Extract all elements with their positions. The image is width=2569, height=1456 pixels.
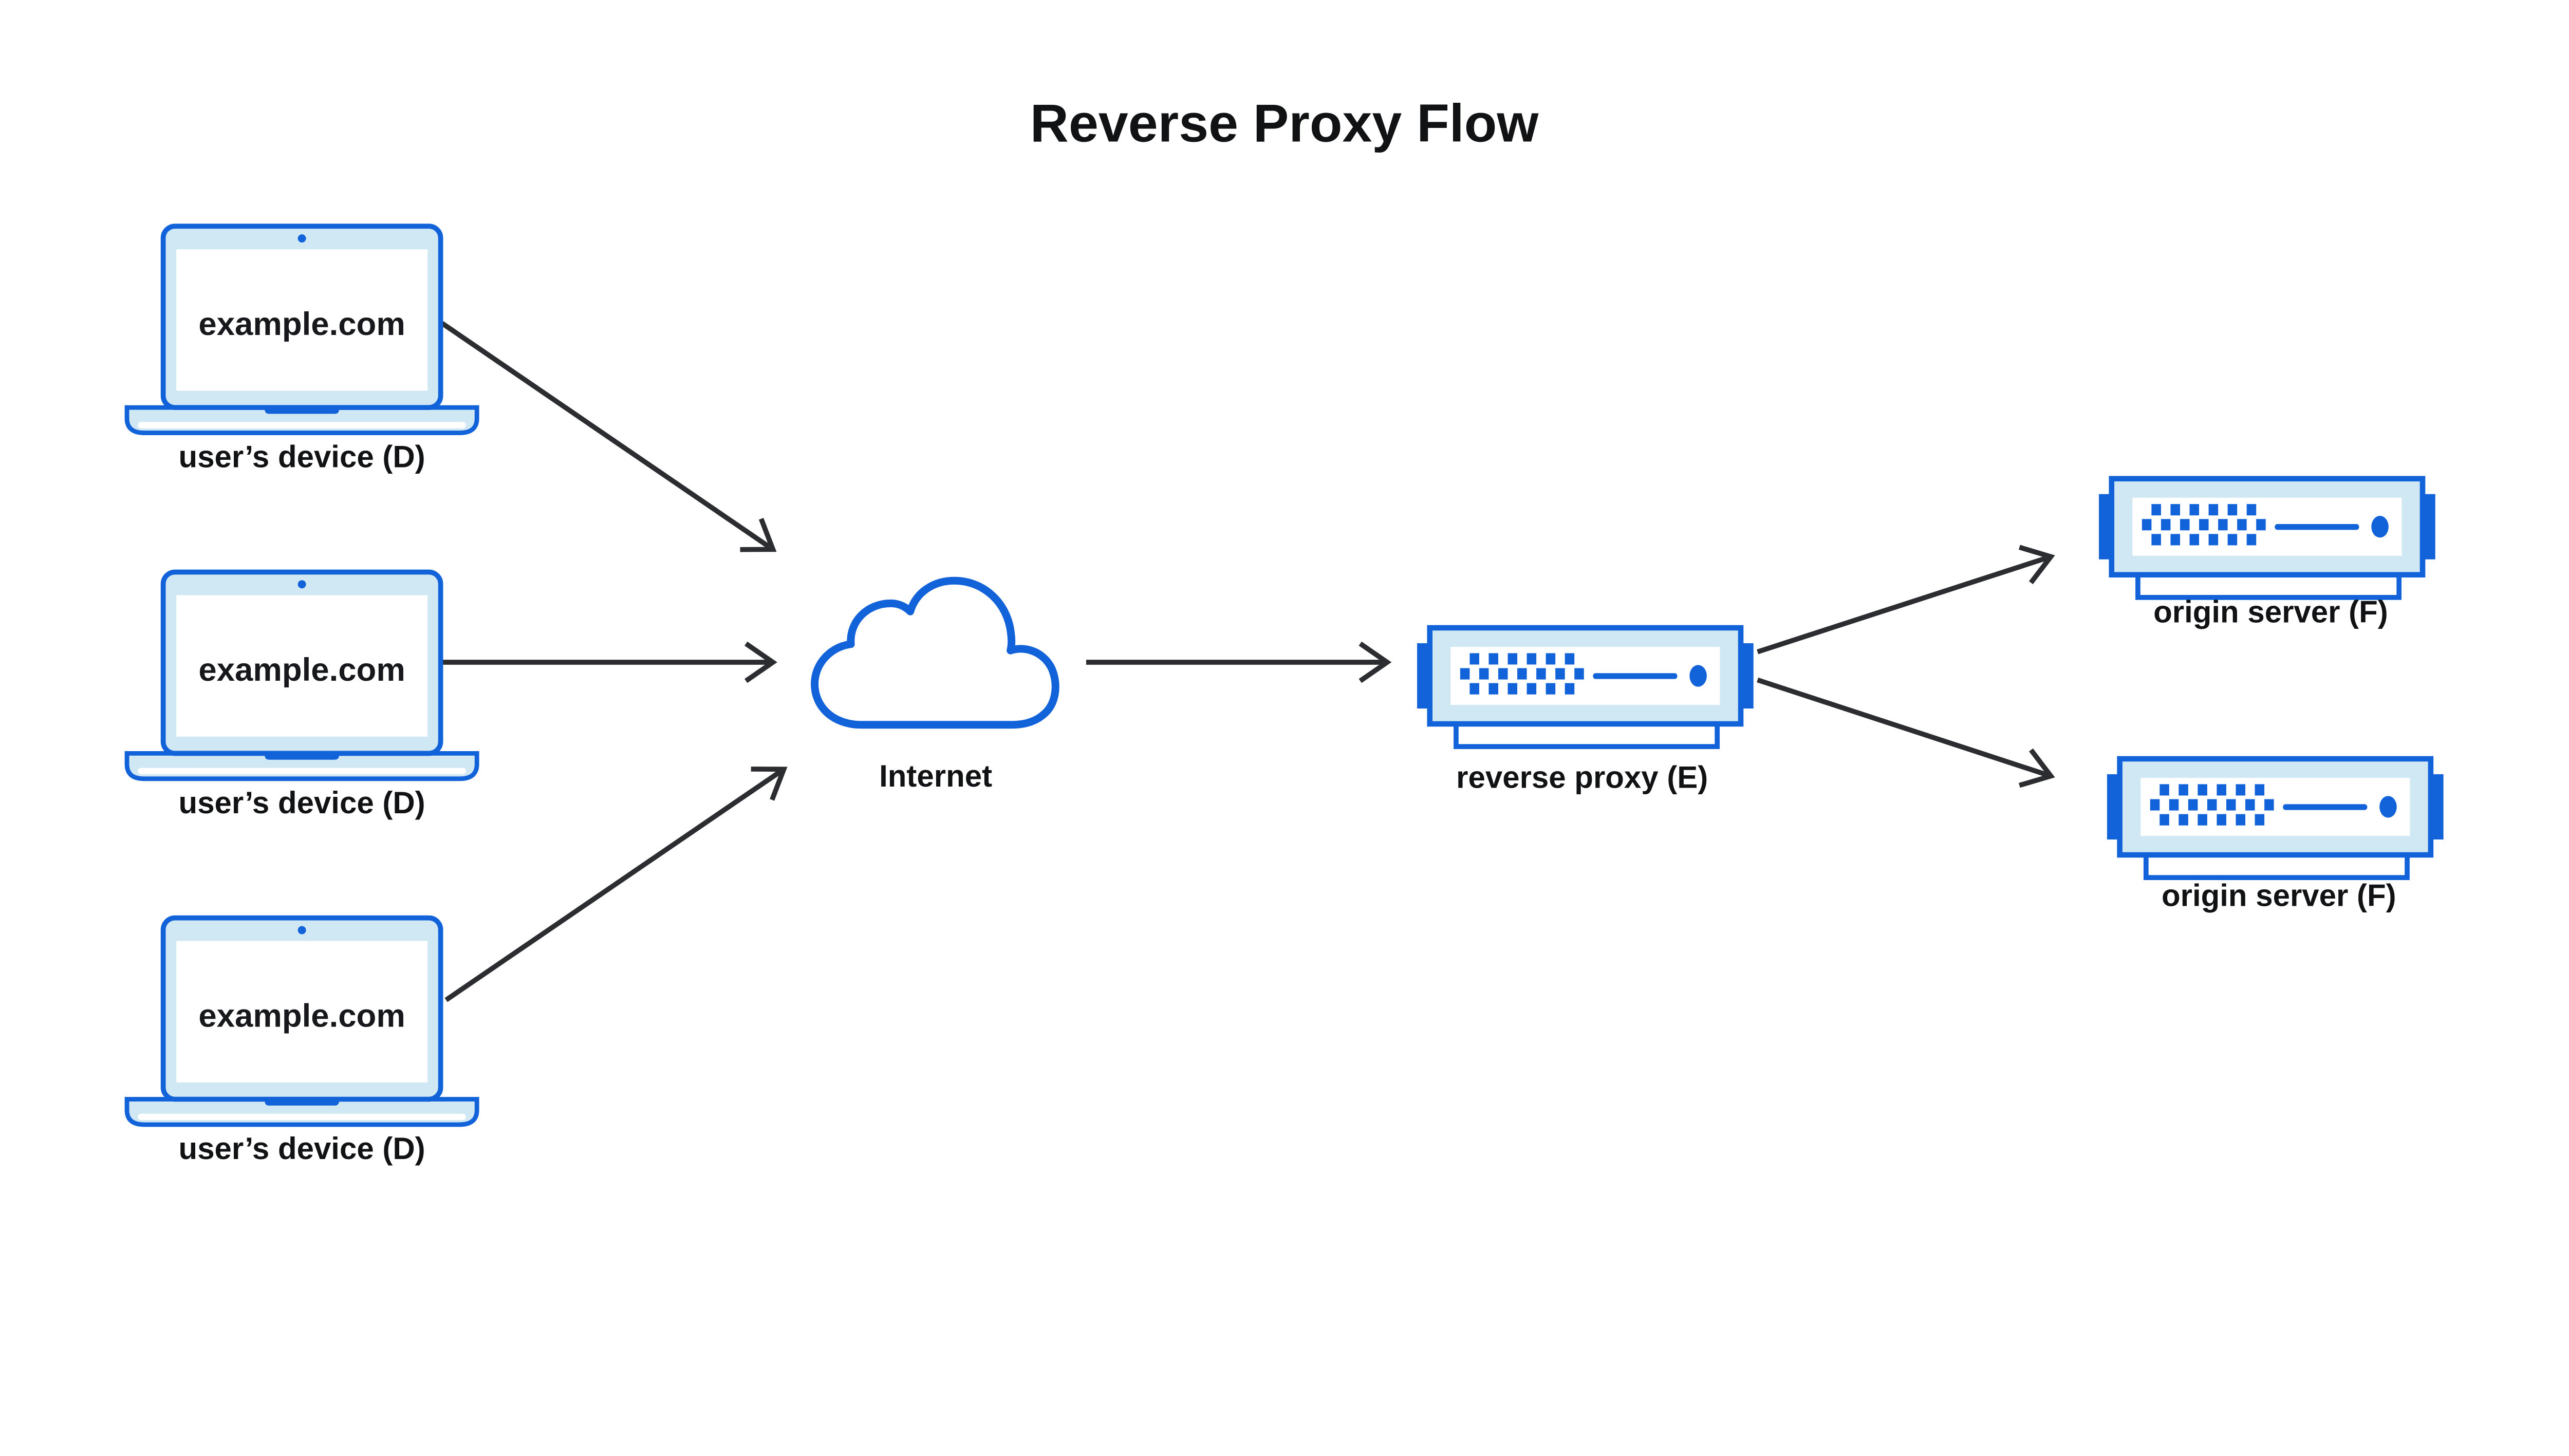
device-screen-text: example.com [198, 306, 405, 342]
server-icon [2099, 479, 2435, 598]
arrow-proxy-to-origin2 [1757, 677, 2055, 788]
origin-server-label: origin server (F) [2162, 879, 2396, 913]
device-screen-text: example.com [198, 997, 405, 1034]
server-icon [2107, 759, 2444, 878]
page-title: Reverse Proxy Flow [1030, 94, 1539, 153]
reverse-proxy-flow-diagram: Reverse Proxy Flow example.com user’s de… [124, 94, 2446, 1166]
edges [440, 321, 2055, 1002]
node-internet: Internet [810, 576, 1059, 793]
device-label: user’s device (D) [179, 1131, 425, 1166]
device-label: user’s device (D) [179, 440, 425, 474]
internet-label: Internet [879, 759, 992, 793]
cloud-icon [810, 576, 1059, 729]
origin-server-label: origin server (F) [2153, 594, 2388, 629]
node-user-device-1: example.com user’s device (D) [127, 226, 477, 474]
reverse-proxy-label: reverse proxy (E) [1456, 760, 1708, 794]
node-origin-server-1: origin server (F) [2099, 479, 2435, 629]
arrow-proxy-to-origin1 [1757, 545, 2055, 655]
device-screen-text: example.com [198, 651, 405, 688]
node-reverse-proxy: reverse proxy (E) [1417, 628, 1754, 794]
node-user-device-3: example.com user’s device (D) [127, 918, 477, 1166]
node-user-device-2: example.com user’s device (D) [127, 572, 477, 820]
device-label: user’s device (D) [179, 786, 425, 820]
arrow-device1-to-internet [440, 321, 777, 552]
node-origin-server-2: origin server (F) [2107, 759, 2444, 913]
diagram-canvas: Reverse Proxy Flow example.com user’s de… [124, 94, 2446, 1166]
server-icon [1417, 628, 1754, 746]
arrow-device3-to-internet [444, 767, 788, 1002]
